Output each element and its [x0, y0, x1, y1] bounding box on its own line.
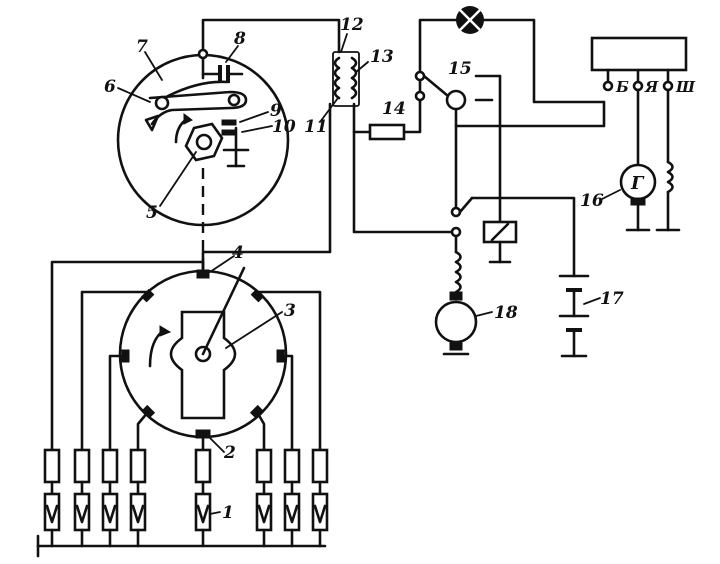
leader-4 — [209, 255, 235, 273]
coil-primary-winding — [333, 56, 341, 100]
plug-2 — [73, 448, 91, 548]
leader-6 — [117, 87, 151, 103]
label-11: 11 — [304, 117, 328, 137]
indicator-lamp — [418, 6, 606, 104]
coil-lower-wiring — [352, 102, 454, 234]
leader-17 — [583, 297, 601, 305]
ground-bus — [36, 534, 327, 558]
label-1: 1 — [222, 503, 234, 523]
distributor-rotor — [169, 310, 237, 420]
generator: Г — [599, 88, 681, 232]
voltage-regulator: Б Я Ш — [590, 36, 696, 96]
leader-16 — [599, 189, 621, 201]
coil-core — [332, 51, 360, 107]
terminal-b — [602, 80, 614, 92]
callout-labels: 1 2 3 4 5 6 7 8 9 10 11 12 13 14 15 16 1… — [104, 15, 624, 523]
terminal-ya-label: Я — [644, 78, 659, 96]
leader-9 — [239, 111, 269, 123]
label-2: 2 — [223, 443, 236, 463]
leader-13 — [355, 61, 369, 73]
label-7: 7 — [136, 37, 148, 57]
label-12: 12 — [340, 15, 364, 35]
spark-plug-leads — [50, 260, 322, 452]
label-15: 15 — [448, 59, 472, 79]
breaker-lever — [148, 90, 248, 126]
contact-breaker — [116, 45, 290, 227]
leader-5 — [159, 151, 197, 207]
terminal-sh-label: Ш — [675, 78, 696, 96]
leader-3 — [225, 311, 283, 349]
plug-1 — [43, 448, 61, 548]
ignition-switch — [414, 70, 606, 224]
field-winding — [666, 160, 674, 194]
leader-8 — [225, 45, 239, 63]
label-6: 6 — [104, 77, 116, 97]
battery — [558, 274, 601, 358]
leader-1 — [209, 511, 221, 515]
label-4: 4 — [232, 243, 244, 263]
label-14: 14 — [382, 99, 406, 119]
label-3: 3 — [284, 301, 296, 321]
regulator-box — [590, 36, 688, 72]
switch-contact-left-lower — [414, 90, 426, 102]
distributor — [118, 255, 288, 453]
switch-rotor — [445, 89, 467, 111]
label-5: 5 — [146, 203, 158, 223]
label-16: 16 — [580, 191, 604, 211]
label-10: 10 — [272, 117, 296, 137]
leader-7 — [144, 51, 163, 81]
starter-armature — [434, 300, 478, 344]
leader-12 — [340, 33, 348, 53]
leader-2 — [207, 435, 225, 453]
spark-plugs — [43, 448, 329, 548]
label-17: 17 — [600, 289, 624, 309]
resistor-14 — [368, 123, 406, 141]
label-8: 8 — [233, 29, 246, 49]
label-9: 9 — [270, 101, 282, 121]
plug-7 — [283, 448, 301, 548]
plug-5 — [194, 448, 212, 548]
terminal-b-label: Б — [615, 78, 629, 96]
coil-to-breaker-wire — [201, 18, 341, 54]
leader-10 — [241, 125, 273, 133]
label-18: 18 — [494, 303, 518, 323]
starter-field-winding — [454, 250, 462, 294]
plug-8 — [311, 448, 329, 548]
plug-3 — [101, 448, 119, 548]
generator-letter: Г — [630, 173, 645, 194]
ignition-coil — [319, 33, 369, 123]
leader-18 — [475, 311, 493, 317]
label-13: 13 — [370, 47, 394, 67]
ballast-resistor — [368, 100, 422, 141]
plug-6 — [255, 448, 273, 548]
coil-secondary-winding — [350, 56, 358, 100]
starter-motor — [434, 234, 493, 356]
plug-4 — [129, 448, 147, 548]
starter-relay — [450, 124, 576, 278]
